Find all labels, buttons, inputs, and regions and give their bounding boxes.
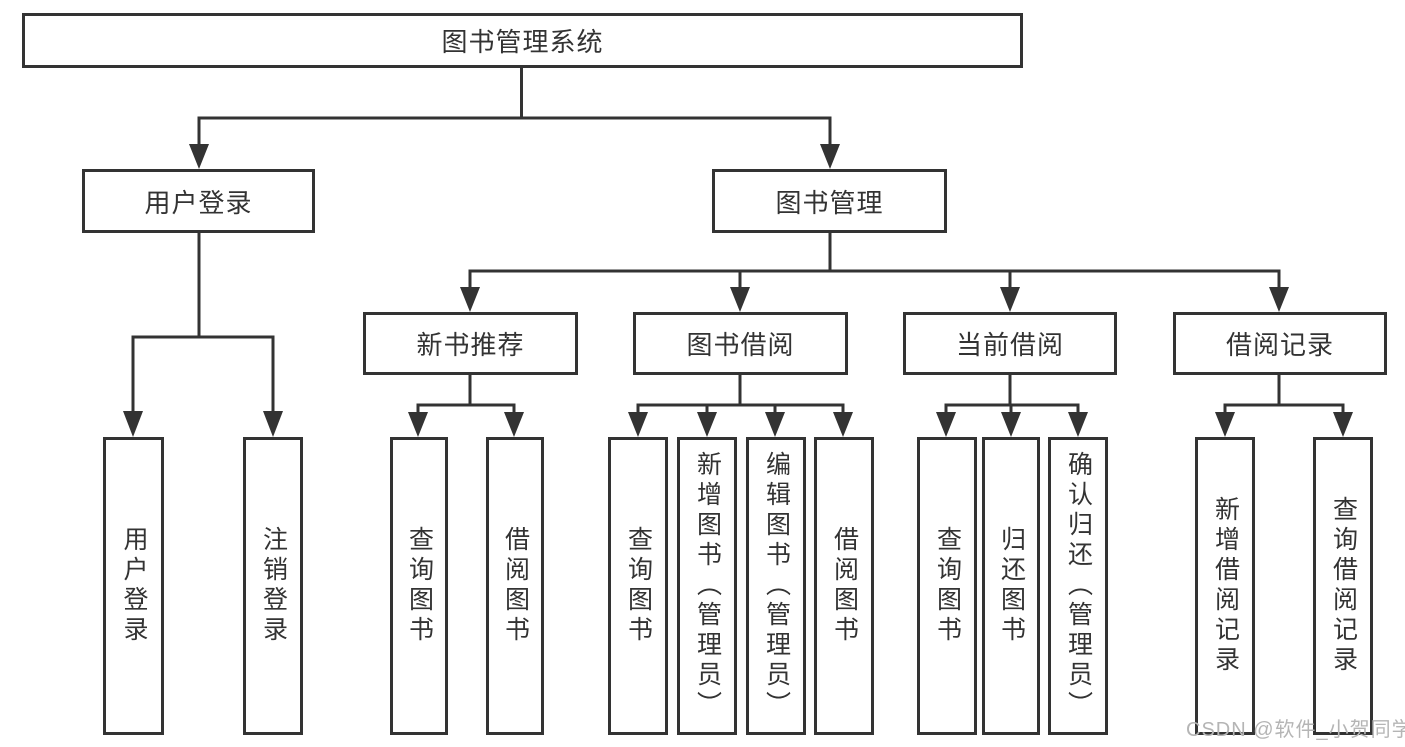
node-library-management-system: 图书管理系统 [22, 13, 1023, 68]
node-borrowing-records: 借阅记录 [1173, 312, 1387, 375]
leaf-confirm-return-admin-label: 确认归还（管理员） [1064, 451, 1093, 721]
leaf-return-book: 归还图书 [982, 437, 1040, 735]
leaf-add-borrow-record: 新增借阅记录 [1195, 437, 1255, 735]
leaf-query-book-borrowing-label: 查询图书 [624, 526, 653, 646]
leaf-add-borrow-record-label: 新增借阅记录 [1211, 496, 1240, 676]
leaf-borrow-book-label: 借阅图书 [830, 526, 859, 646]
leaf-query-borrow-record-label: 查询借阅记录 [1329, 496, 1358, 676]
node-book-borrowing: 图书借阅 [633, 312, 848, 375]
leaf-logout-label: 注销登录 [259, 526, 288, 646]
leaf-query-book-current-label: 查询图书 [933, 526, 962, 646]
leaf-borrow-book-recommend-label: 借阅图书 [501, 526, 530, 646]
leaf-user-login-label: 用户登录 [120, 526, 148, 646]
leaf-query-book-recommend: 查询图书 [390, 437, 448, 735]
leaf-edit-book-admin: 编辑图书（管理员） [746, 437, 806, 735]
leaf-query-book-recommend-label: 查询图书 [405, 526, 434, 646]
leaf-query-book-current: 查询图书 [917, 437, 977, 735]
node-user-login: 用户登录 [82, 169, 315, 233]
leaf-user-login: 用户登录 [103, 437, 164, 735]
node-current-borrowing: 当前借阅 [903, 312, 1117, 375]
leaf-logout: 注销登录 [243, 437, 303, 735]
leaf-borrow-book: 借阅图书 [814, 437, 874, 735]
leaf-add-book-admin-label: 新增图书（管理员） [693, 451, 722, 721]
leaf-edit-book-admin-label: 编辑图书（管理员） [762, 451, 791, 721]
leaf-query-book-borrowing: 查询图书 [608, 437, 668, 735]
node-new-book-recommend: 新书推荐 [363, 312, 578, 375]
leaf-query-borrow-record: 查询借阅记录 [1313, 437, 1373, 735]
leaf-return-book-label: 归还图书 [997, 526, 1026, 646]
leaf-confirm-return-admin: 确认归还（管理员） [1048, 437, 1108, 735]
leaf-borrow-book-recommend: 借阅图书 [486, 437, 544, 735]
leaf-add-book-admin: 新增图书（管理员） [677, 437, 737, 735]
node-book-management: 图书管理 [712, 169, 947, 233]
csdn-watermark: CSDN @软件_小贺同学 [1186, 719, 1405, 741]
